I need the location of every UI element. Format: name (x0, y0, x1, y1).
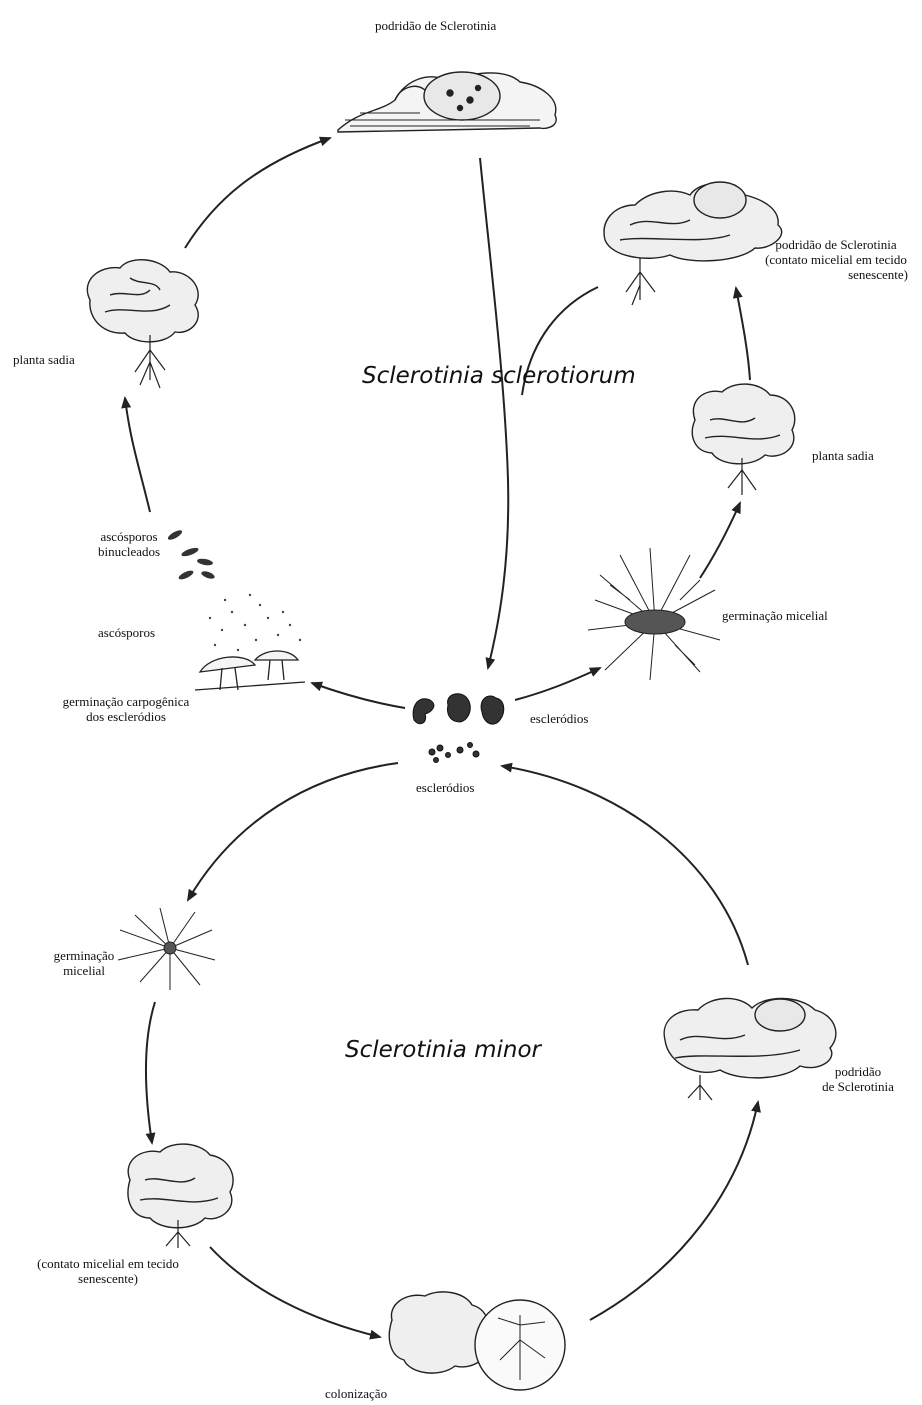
healthy-plant-bottom-illustration (128, 1144, 233, 1248)
label-podridao-right-line1: podridão de Sclerotinia (752, 237, 920, 252)
label-ascosporos-binucleados: ascósporos binucleados (88, 529, 170, 559)
label-escosporos: ascósporos (98, 625, 155, 640)
label-germinacao-mic-left-line2: micelial (38, 963, 130, 978)
title-sclerotinia-minor: Sclerotinia minor (345, 1037, 541, 1063)
label-germinacao-micelial-left: germinação micelial (38, 948, 130, 978)
mycelial-germination-right-illustration (588, 548, 720, 680)
binucleate-ascospores-illustration (167, 528, 216, 581)
arrow-ascosporos-to-planta (125, 398, 150, 512)
label-germinacao-micelial-right: germinação micelial (722, 608, 828, 623)
label-germinacao-carpogenica: germinação carpogênica dos escleródios (46, 694, 206, 724)
arrow-planta-to-podridao-top (185, 138, 330, 248)
label-podridao-bottom-line2: de Sclerotinia (808, 1079, 908, 1094)
label-escleródios-right: escleródios (530, 711, 588, 726)
title-sclerotinia-sclerotiorum: Sclerotinia sclerotiorum (362, 363, 636, 389)
arrow-podridao-top-to-escleródios (480, 158, 508, 668)
label-podridao-right-line2: (contato micelial em tecido (752, 252, 920, 267)
healthy-plant-right-illustration (692, 384, 794, 495)
arrow-colonizacao-to-podridao-bottom (590, 1102, 758, 1320)
label-podridao-bottom: podridão de Sclerotinia (808, 1064, 908, 1094)
arrow-planta-right-to-podridao-right (736, 288, 750, 380)
label-podridao-right-line3: senescente) (752, 267, 920, 282)
arrow-escleródios-to-carpogenic (312, 683, 405, 708)
label-contato-micelial: (contato micelial em tecido senescente) (18, 1256, 198, 1286)
label-podridao-right: podridão de Sclerotinia (contato micelia… (752, 237, 920, 282)
ascospore-dots-illustration (209, 594, 301, 651)
carpogenic-germination-illustration (195, 651, 305, 690)
arrow-escleródios-to-germinacao-left (188, 763, 398, 900)
label-germinacao-mic-left-line1: germinação (38, 948, 130, 963)
arrow-germinacao-to-planta-right (700, 503, 740, 578)
arrow-germinacao-left-to-planta (146, 1002, 155, 1143)
arrow-planta-to-colonizacao (210, 1247, 380, 1337)
label-contato-line2: senescente) (18, 1271, 198, 1286)
label-podridao-bottom-line1: podridão (808, 1064, 908, 1079)
arrow-escleródios-to-germinacao-right (515, 668, 600, 700)
label-escleródios-center: escleródios (416, 780, 474, 795)
arrow-podridao-bottom-to-escleródios (502, 766, 748, 965)
label-planta-sadia-right: planta sadia (812, 448, 874, 463)
label-ascosporos-line1: ascósporos (88, 529, 170, 544)
sclerotia-cluster-illustration (413, 694, 504, 763)
label-podridao-top: podridão de Sclerotinia (375, 18, 496, 33)
label-germinacao-carp-line1: germinação carpogênica (46, 694, 206, 709)
label-planta-sadia-left: planta sadia (13, 352, 75, 367)
healthy-plant-left-illustration (87, 260, 198, 388)
label-ascosporos-line2: binucleados (88, 544, 170, 559)
colonization-illustration (389, 1292, 565, 1390)
label-germinacao-carp-line2: dos escleródios (46, 709, 206, 724)
rotten-plant-top-illustration (338, 72, 556, 132)
mycelial-germination-left-illustration (118, 908, 215, 990)
label-contato-line1: (contato micelial em tecido (18, 1256, 198, 1271)
label-colonizacao: colonização (325, 1386, 387, 1401)
